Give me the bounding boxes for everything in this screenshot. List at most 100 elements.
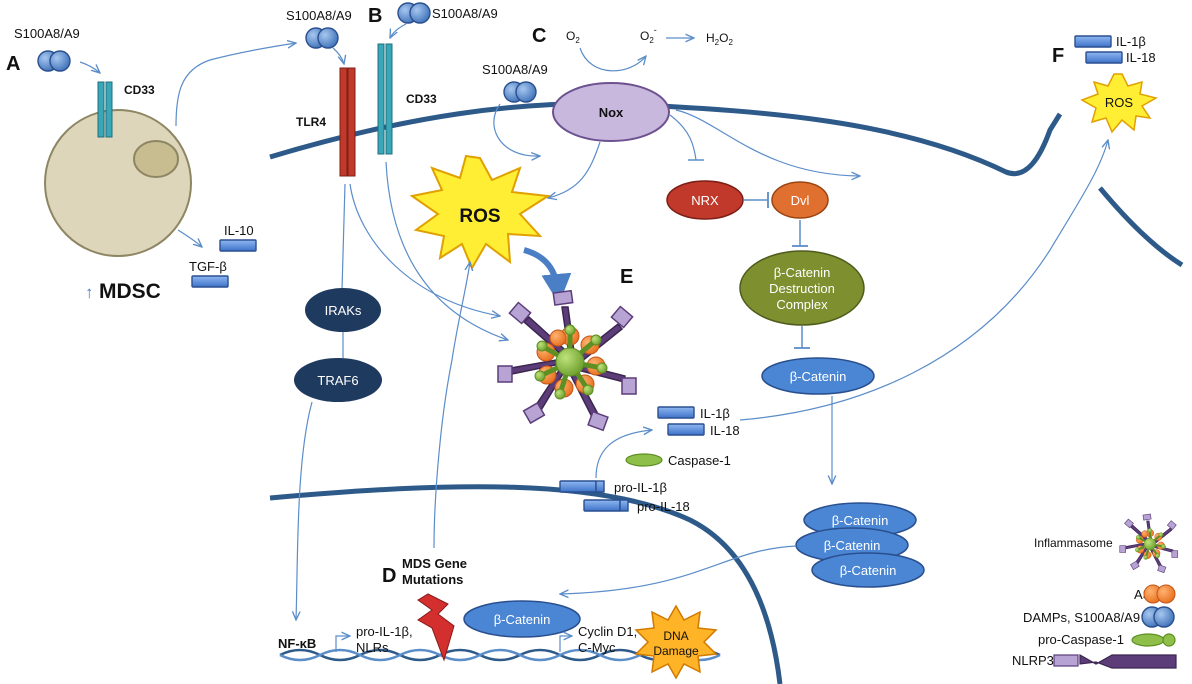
arrow-nfkb-transcription xyxy=(335,636,350,652)
arrow-cytokines-to-extracellular xyxy=(739,140,1108,421)
dna-damage-line1: DNA xyxy=(663,629,688,643)
legend-pro-caspase-label: pro-Caspase-1 xyxy=(1038,632,1124,647)
arrow-tlr4-to-inflammasome xyxy=(349,183,500,316)
ros-label-large: ROS xyxy=(459,206,500,227)
tlr4-receptor xyxy=(339,67,356,177)
ros-burst-small xyxy=(1080,73,1158,134)
mdsc-nucleus xyxy=(133,140,179,178)
arrow-traf6-to-nfkb xyxy=(296,401,313,620)
s100a8-a9-label-a: S100A8/A9 xyxy=(14,26,80,41)
destruction-l3: Complex xyxy=(776,297,828,312)
beta-catenin-label: β-Catenin xyxy=(790,369,847,384)
il-10-icon xyxy=(219,239,257,252)
nuclear-membrane xyxy=(269,484,783,684)
il-18-icon xyxy=(1085,51,1123,64)
arrow-nox-to-ros xyxy=(548,141,601,198)
ros-burst-large xyxy=(409,154,551,271)
nox-enzyme xyxy=(552,82,670,142)
panel-f-label: F xyxy=(1052,45,1064,67)
mdsc-cell xyxy=(44,109,192,257)
caspase-1-label: Caspase-1 xyxy=(668,453,731,468)
lightning-bolt-icon xyxy=(417,593,455,662)
pro-il-1b-icon xyxy=(559,480,605,493)
arrow-s100-to-cd33-b xyxy=(390,23,407,38)
panel-e: E IL-1β IL-18 Caspase-1 pro-IL-1β pro-IL… xyxy=(498,140,1108,514)
il-1b-label-e: IL-1β xyxy=(700,406,730,421)
beta-catenin-stack-2-label: β-Catenin xyxy=(824,538,881,553)
il-1b-icon xyxy=(1074,35,1112,48)
tgf-beta-icon xyxy=(191,275,229,288)
plasma-membrane xyxy=(269,101,1063,177)
beta-catenin-nuclear-label: β-Catenin xyxy=(494,612,551,627)
s100a8-a9-label-b-right: S100A8/A9 xyxy=(432,6,498,21)
panel-b: B S100A8/A9 S100A8/A9 TLR4 CD33 IRAKs TR… xyxy=(286,2,508,620)
cyclin-line2: C-Myc xyxy=(578,640,616,655)
cd33-label-b: CD33 xyxy=(406,92,437,106)
legend-pro-caspase-icon xyxy=(1131,633,1176,647)
increase-arrow-icon: ↑ xyxy=(85,283,94,302)
caspase-1-icon xyxy=(625,453,663,467)
beta-catenin-stack-3-label: β-Catenin xyxy=(840,563,897,578)
beta-catenin-stack-1-label: β-Catenin xyxy=(832,513,889,528)
legend-inflammasome-icon xyxy=(1118,512,1179,574)
pro-il-18-icon xyxy=(583,499,629,512)
nrx-label: NRX xyxy=(691,193,719,208)
legend-nlrp3-icon xyxy=(1053,653,1177,669)
legend-s100a8-a9-icon xyxy=(1141,606,1175,628)
cd33-receptor-b xyxy=(377,43,393,155)
pro-il-18-label: pro-IL-18 xyxy=(637,499,690,514)
panel-c-label: C xyxy=(532,25,546,47)
arrow-s100-to-cd33-a xyxy=(79,61,100,73)
legend-nlrp3-label: NLRP3 xyxy=(1012,653,1054,668)
il-10-label: IL-10 xyxy=(224,223,254,238)
pro-il1b-nlrs-line2: NLRs xyxy=(356,640,389,655)
arrow-cd33-to-inflammasome xyxy=(385,161,508,340)
nrx-node xyxy=(666,180,744,220)
arrow-tlr4-down xyxy=(341,183,346,291)
il-18-label-f: IL-18 xyxy=(1126,50,1156,65)
mds-line1: MDS Gene xyxy=(402,556,467,571)
iraks-node xyxy=(305,288,381,332)
panel-f: F IL-1β IL-18 ROS xyxy=(1052,34,1158,134)
beta-catenin-stack-3 xyxy=(811,552,925,588)
destruction-complex xyxy=(739,250,865,326)
panel-a: A S100A8/A9 CD33 IL-10 TGF-β ↑ MDSC xyxy=(6,26,296,303)
pro-il-1b-label: pro-IL-1β xyxy=(614,480,667,495)
nox-label: Nox xyxy=(599,105,624,120)
cd33-receptor-a xyxy=(97,81,113,138)
cyclin-line1: Cyclin D1, xyxy=(578,624,637,639)
arrow-mutations-to-ros xyxy=(433,262,470,549)
dna-damage-burst xyxy=(634,604,718,680)
il-1b-label-f: IL-1β xyxy=(1116,34,1146,49)
superoxide-label: O2- xyxy=(640,25,657,45)
legend-inflammasome-label: Inflammasome xyxy=(1034,536,1113,550)
destruction-l2: Destruction xyxy=(769,281,835,296)
destruction-l1: β-Catenin xyxy=(774,265,831,280)
traf6-node xyxy=(294,358,382,402)
beta-catenin-stack: β-Catenin β-Catenin β-Catenin xyxy=(795,502,925,588)
arrow-mdsc-to-s100-b xyxy=(175,43,296,127)
arrow-ros-to-inflammasome xyxy=(523,247,572,304)
tgf-beta-label: TGF-β xyxy=(189,259,227,274)
s100a8-a9-label-c: S100A8/A9 xyxy=(482,62,548,77)
s100a8-a9-icon xyxy=(305,27,339,49)
o2-label: O2 xyxy=(566,29,580,45)
s100a8-a9-icon xyxy=(397,2,431,24)
panel-d-label: D xyxy=(382,565,396,587)
traf6-label: TRAF6 xyxy=(317,373,358,388)
mds-line2: Mutations xyxy=(402,572,463,587)
panel-b-label: B xyxy=(368,5,382,27)
legend: Inflammasome ASC DAMPs, S100A8/A9 pro-Ca… xyxy=(1012,512,1179,669)
dna-damage-line2: Damage xyxy=(653,644,699,658)
ros-label-small: ROS xyxy=(1105,95,1134,110)
h2o2-label: H2O2 xyxy=(706,31,733,47)
cd33-label-a: CD33 xyxy=(124,83,155,97)
nf-kb-label: NF-κB xyxy=(278,636,316,651)
tlr4-label: TLR4 xyxy=(296,115,326,129)
panel-a-label: A xyxy=(6,53,20,75)
beta-catenin-nuclear xyxy=(463,600,581,638)
il-18-label-e: IL-18 xyxy=(710,423,740,438)
il-18-icon xyxy=(667,423,705,436)
arrow-s100-to-tlr4 xyxy=(332,47,344,64)
